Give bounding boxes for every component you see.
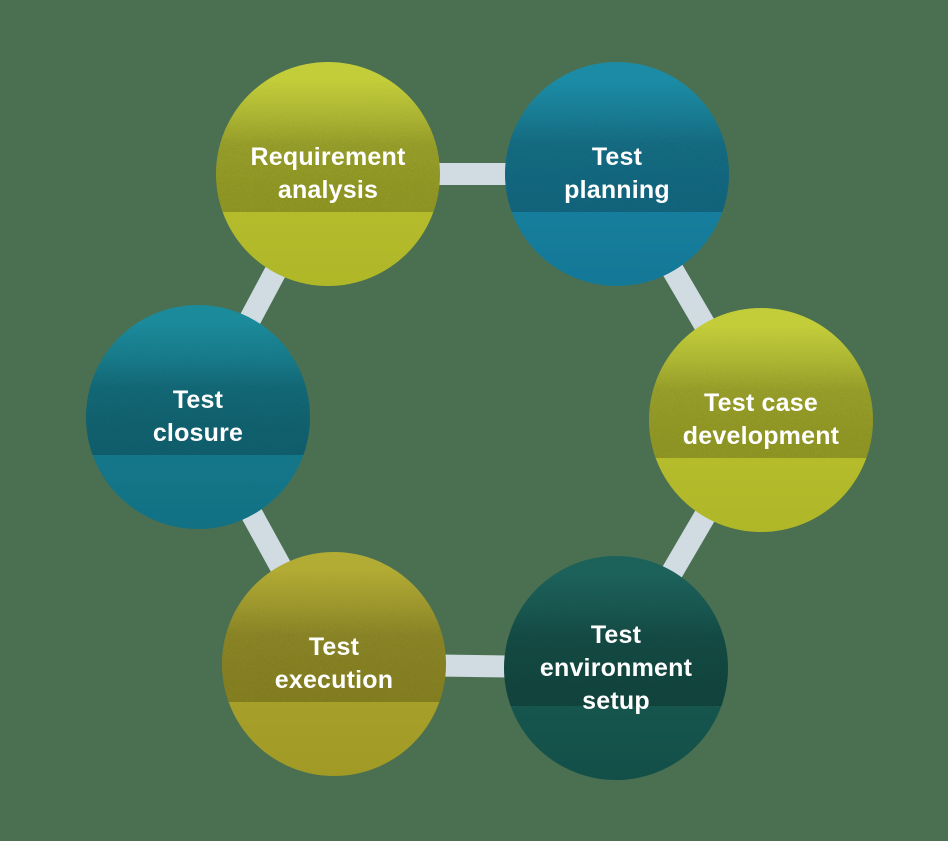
step-circle-test-closure: Test closure — [86, 305, 310, 529]
step-circle-test-case-development: Test case development — [649, 308, 873, 532]
step-label-test-environment-setup: Test environment setup — [539, 620, 693, 715]
step-circle-requirement-analysis: Requirement analysis — [216, 62, 440, 286]
step-label-requirement-analysis: Requirement analysis — [250, 143, 406, 204]
step-label-test-execution: Test execution — [274, 633, 394, 694]
step-label-test-closure: Test closure — [152, 386, 244, 447]
step-circle-test-planning: Test planning — [505, 62, 729, 286]
step-label-test-planning: Test planning — [564, 143, 670, 204]
step-label-test-case-development: Test case development — [682, 389, 840, 450]
step-circle-test-environment-setup: Test environment setup — [504, 556, 728, 780]
step-circle-test-execution: Test execution — [222, 552, 446, 776]
